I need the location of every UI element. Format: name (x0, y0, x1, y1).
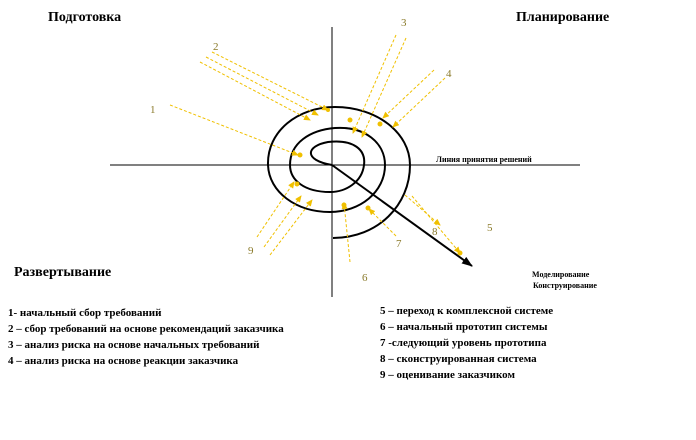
node-dot (294, 181, 300, 187)
pointer-4b (392, 77, 446, 128)
legend-item-6: 6 – начальный прототип системы (380, 321, 548, 333)
pointer-3a (352, 34, 397, 134)
legend-item-2: 2 – сбор требований на основе рекомендац… (8, 323, 284, 335)
pointer-7 (368, 208, 397, 237)
pointer-1 (169, 104, 299, 156)
legend-item-9: 9 – оценивание заказчиком (380, 369, 515, 381)
marker-2: 2 (213, 41, 219, 53)
pointer-6 (341, 202, 351, 263)
legend-item-3: 3 – анализ риска на основе начальных тре… (8, 339, 260, 351)
quadrant-top-left: Подготовка (48, 10, 122, 25)
marker-3: 3 (401, 17, 407, 29)
node-dot (365, 205, 371, 211)
node-dot (341, 202, 347, 208)
pointer-9a (256, 181, 295, 238)
modeling-label: Моделирование (532, 270, 590, 279)
marker-5: 5 (487, 222, 493, 234)
pointer-5b (404, 194, 441, 226)
node-dot (347, 117, 353, 123)
pointer-5a (411, 195, 461, 254)
node-dot (457, 250, 463, 256)
progress-arrow (331, 164, 473, 267)
node-dot (297, 152, 303, 158)
node-dot (326, 108, 330, 112)
legend-item-5: 5 – переход к комплексной системе (380, 305, 554, 317)
pointer-9c (269, 199, 313, 256)
legend-right: 5 – переход к комплексной системе 6 – на… (380, 303, 553, 383)
marker-8: 8 (432, 226, 438, 238)
pointer-2b (205, 56, 319, 116)
quadrant-top-right: Планирование (516, 10, 610, 25)
legend-item-8: 8 – сконструированная система (380, 353, 537, 365)
marker-4: 4 (446, 68, 452, 80)
legend-left: 1- начальный сбор требований 2 – сбор тр… (8, 305, 284, 369)
decision-line-label: Линия принятия решений (436, 155, 532, 164)
marker-9: 9 (248, 245, 254, 257)
legend-item-7: 7 -следующий уровень прототипа (380, 337, 547, 349)
marker-1: 1 (150, 104, 156, 116)
spiral-curve (266, 105, 412, 239)
pointer-9b (263, 195, 302, 248)
legend-item-4: 4 – анализ риска на основе реакции заказ… (8, 355, 239, 367)
pointer-3b (361, 37, 407, 138)
marker-6: 6 (362, 272, 368, 284)
pointer-2a (199, 61, 311, 121)
pointer-2c (211, 51, 329, 111)
pointer-4a (382, 69, 435, 119)
design-label: Конструирование (533, 281, 597, 290)
quadrant-bottom-left: Развертывание (14, 265, 112, 280)
legend-item-1: 1- начальный сбор требований (8, 307, 162, 319)
marker-7: 7 (396, 238, 402, 250)
node-dot (377, 121, 383, 127)
